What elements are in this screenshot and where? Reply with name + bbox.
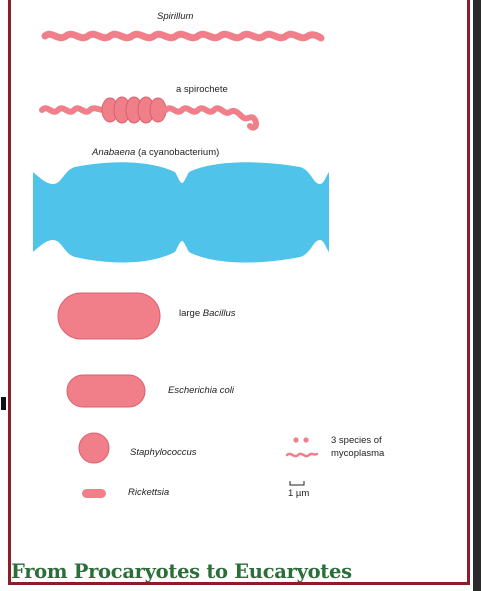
rickettsia-label: Rickettsia bbox=[128, 487, 169, 498]
spirillum-label: Spirillum bbox=[157, 11, 193, 22]
anabaena-label: Anabaena (a cyanobacterium) bbox=[92, 147, 219, 158]
mycoplasma-label: 3 species of mycoplasma bbox=[331, 434, 384, 460]
anabaena-desc: (a cyanobacterium) bbox=[135, 147, 219, 158]
anabaena-genus: Anabaena bbox=[92, 147, 135, 158]
ecoli-cell bbox=[67, 375, 145, 407]
spirillum-cell bbox=[45, 34, 321, 38]
spirochete-label: a spirochete bbox=[176, 84, 228, 95]
bacillus-prefix: large bbox=[179, 308, 203, 319]
bacillus-label: large Bacillus bbox=[179, 308, 236, 319]
scale-bar bbox=[290, 481, 304, 485]
scale-label: 1 µm bbox=[288, 488, 309, 499]
rickettsia-cell bbox=[82, 489, 106, 498]
spirochete-cell bbox=[42, 97, 256, 128]
ecoli-label: Escherichia coli bbox=[168, 385, 234, 396]
anabaena-filament bbox=[33, 162, 329, 262]
bacillus-genus: Bacillus bbox=[203, 308, 236, 319]
page-title: From Procaryotes to Eucaryotes bbox=[11, 560, 471, 583]
bacillus-cell bbox=[58, 293, 160, 339]
mycoplasma-line2: mycoplasma bbox=[331, 447, 384, 460]
mycoplasma-line1: 3 species of bbox=[331, 434, 384, 447]
staphylococcus-cell bbox=[79, 433, 109, 463]
mycoplasma-cells bbox=[287, 437, 317, 456]
staphylococcus-label: Staphylococcus bbox=[130, 447, 197, 458]
